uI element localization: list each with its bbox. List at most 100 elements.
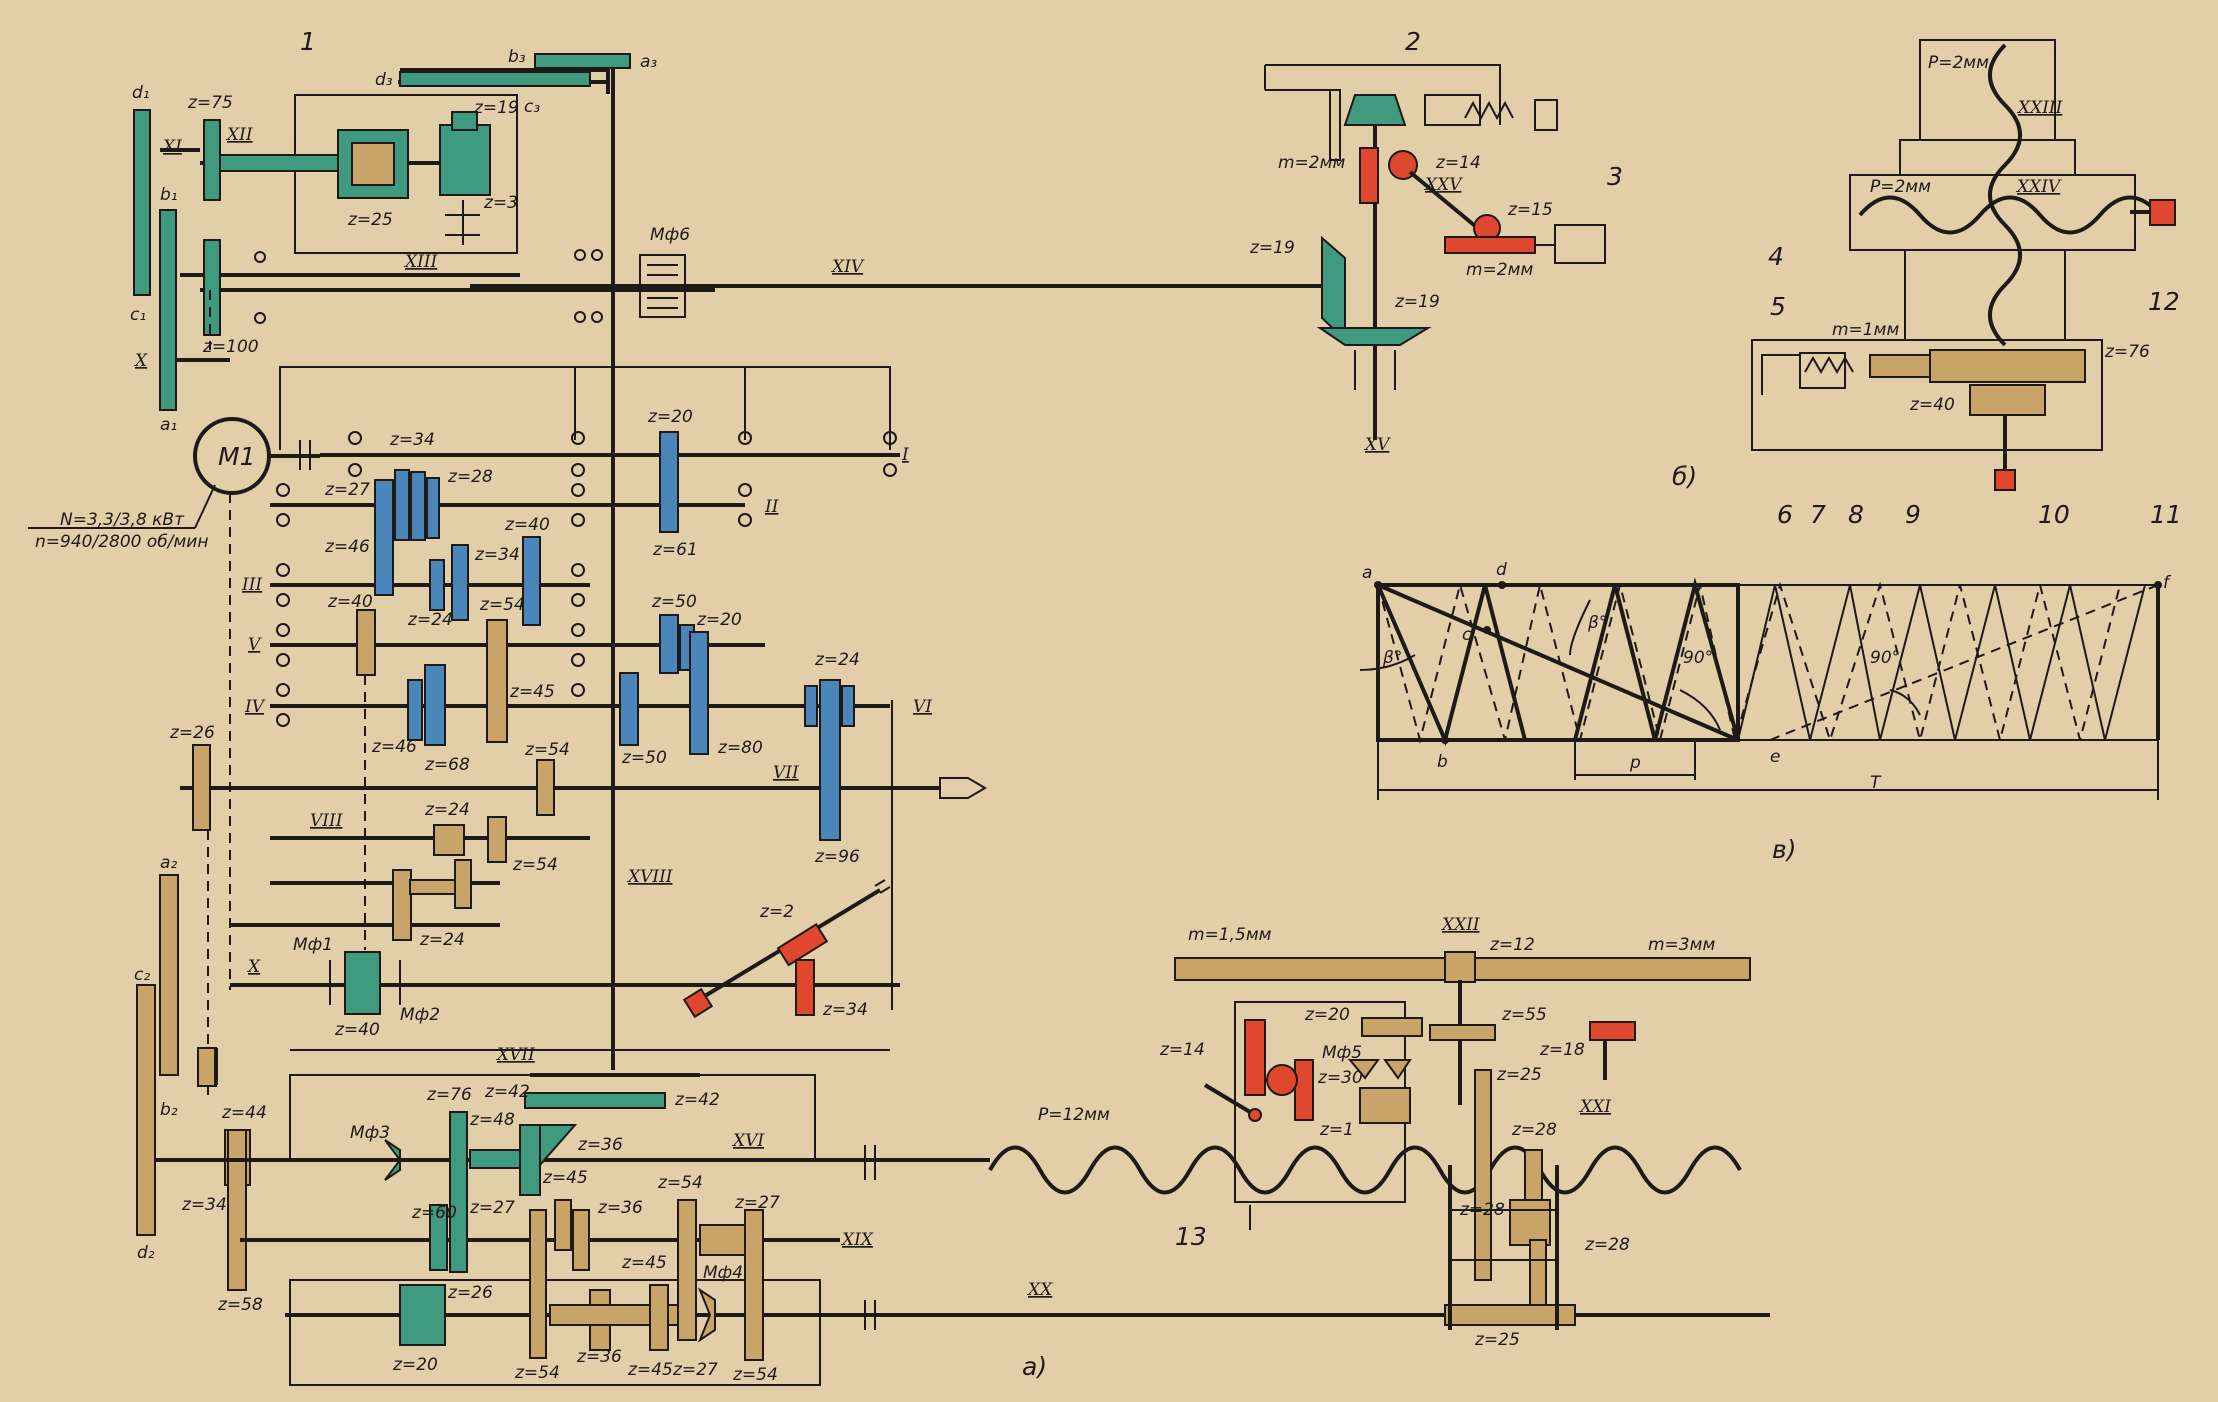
rack-m2b <box>1444 236 1536 254</box>
coupling-mf3 <box>384 1139 402 1181</box>
label-b2: b₂ <box>160 1100 178 1120</box>
label-m2b: m=2мм <box>1466 260 1533 280</box>
label-c3: c₃ <box>524 97 540 117</box>
label-shaft-XIX: XIX <box>840 1230 874 1250</box>
gear-z18 <box>1589 1021 1636 1041</box>
helix-diagonal <box>1377 583 1739 742</box>
gear-z20 <box>399 1284 446 1346</box>
callout-3: 3 <box>1607 162 1623 191</box>
label-z1: z=1 <box>1319 1120 1354 1140</box>
label-z60: z=60 <box>411 1203 457 1223</box>
label-shaft-XIII: XIII <box>403 252 438 272</box>
part-5 <box>1904 249 2066 341</box>
label-shaft-XVI: XVI <box>731 1131 764 1151</box>
label-mf1: Мф1 <box>293 935 333 955</box>
label-z54f: z=54 <box>732 1365 778 1385</box>
rack-m15 <box>1244 1019 1266 1096</box>
label-a1: a₁ <box>160 415 177 435</box>
label-z27c: z=27 <box>734 1193 780 1213</box>
label-shaft-X: X <box>246 957 261 977</box>
label-z24c: z=24 <box>424 800 470 820</box>
rack-m1 <box>1869 354 1931 378</box>
gear-z30 <box>1359 1087 1411 1124</box>
label-motor: M1 <box>218 442 255 471</box>
label-d1: d₁ <box>132 83 150 103</box>
label-angle-90-a: 90° <box>1683 648 1713 668</box>
label-z36b: z=36 <box>597 1198 643 1218</box>
label-z40c: z=40 <box>334 1020 380 1040</box>
label-T: T <box>1870 773 1882 793</box>
label-z25b: z=25 <box>1496 1065 1542 1085</box>
label-shaft-IV: IV <box>244 697 266 717</box>
callout-8: 8 <box>1848 500 1864 529</box>
gear-z55 <box>1429 1024 1496 1041</box>
label-z54e: z=54 <box>514 1363 560 1383</box>
label-z76: z=76 <box>426 1085 472 1105</box>
gear-z48 <box>519 1124 541 1196</box>
label-shaft-XI: XI <box>161 137 182 157</box>
label-z28b: z=28 <box>1511 1120 1557 1140</box>
scheme-c <box>1359 577 2162 800</box>
gear-z76-b <box>1929 349 2086 383</box>
label-z24: z=24 <box>407 610 453 630</box>
gear-z46-block <box>374 479 394 596</box>
label-power: N=3,3/3,8 кВт <box>60 510 185 530</box>
gear-z26 <box>192 744 211 831</box>
label-mf6: Мф6 <box>650 225 690 245</box>
helix-frame <box>1376 583 1740 742</box>
gear-z40b <box>356 609 376 676</box>
label-z75: z=75 <box>187 93 233 113</box>
gear-z27b <box>744 1209 764 1361</box>
label-z54c: z=54 <box>512 855 558 875</box>
label-z14a: z=14 <box>1159 1040 1205 1060</box>
label-z55: z=55 <box>1501 1005 1547 1025</box>
label-z19b-top: z=19 <box>1394 292 1440 312</box>
coupling-mf4 <box>697 1287 716 1343</box>
caption-b: б) <box>1672 462 1697 491</box>
label-z26b: z=26 <box>447 1283 493 1303</box>
label-z34d: z=34 <box>181 1195 227 1215</box>
label-z48: z=48 <box>469 1110 515 1130</box>
bearings-gearbox <box>276 431 897 727</box>
gear-z54b <box>536 759 555 816</box>
gear-z46b <box>407 679 423 741</box>
callout-2: 2 <box>1405 27 1421 56</box>
gear-z75 <box>203 119 221 201</box>
gear-z27 <box>529 1209 547 1359</box>
gear-c2-d2 <box>136 984 156 1236</box>
gear-z54-block <box>486 619 508 743</box>
point-c: c <box>1462 625 1472 645</box>
caption-a: а) <box>1022 1352 1047 1381</box>
label-shaft-XV: XV <box>1363 435 1391 455</box>
label-z20: z=20 <box>647 407 693 427</box>
callout-7: 7 <box>1810 500 1826 529</box>
callout-5: 5 <box>1770 292 1786 321</box>
label-c1: c₁ <box>130 305 146 325</box>
label-shaft-XVII: XVII <box>495 1045 535 1065</box>
label-z80: z=80 <box>717 738 763 758</box>
label-z50: z=50 <box>651 592 697 612</box>
label-shaft-XXI: XXI <box>1578 1097 1611 1117</box>
label-p2mm-a: P=2мм <box>1928 53 1989 73</box>
label-z28d: z=28 <box>1584 1235 1630 1255</box>
callout-6: 6 <box>1777 500 1793 529</box>
rack-m2 <box>1359 147 1379 204</box>
label-z25: z=25 <box>347 210 393 230</box>
bevel-gear-2 <box>1343 94 1407 126</box>
gear-z25 <box>1474 1069 1492 1281</box>
label-z12: z=12 <box>1489 935 1535 955</box>
label-z2: z=2 <box>759 902 794 922</box>
gear-b2 <box>197 1047 217 1087</box>
label-z20d: z=20 <box>1304 1005 1350 1025</box>
gear-z24c <box>433 824 465 856</box>
label-z3: z=3 <box>483 193 518 213</box>
label-z50b: z=50 <box>621 748 667 768</box>
gearbox-frame <box>279 366 891 450</box>
label-z34c: z=34 <box>822 1000 868 1020</box>
label-z34b: z=34 <box>474 545 520 565</box>
worm-z3 <box>439 124 491 196</box>
label-z28: z=28 <box>447 467 493 487</box>
handwheel-xxiv <box>2149 199 2176 226</box>
scheme-a <box>28 53 1770 1386</box>
label-z19a-top: z=19 <box>1249 238 1295 258</box>
